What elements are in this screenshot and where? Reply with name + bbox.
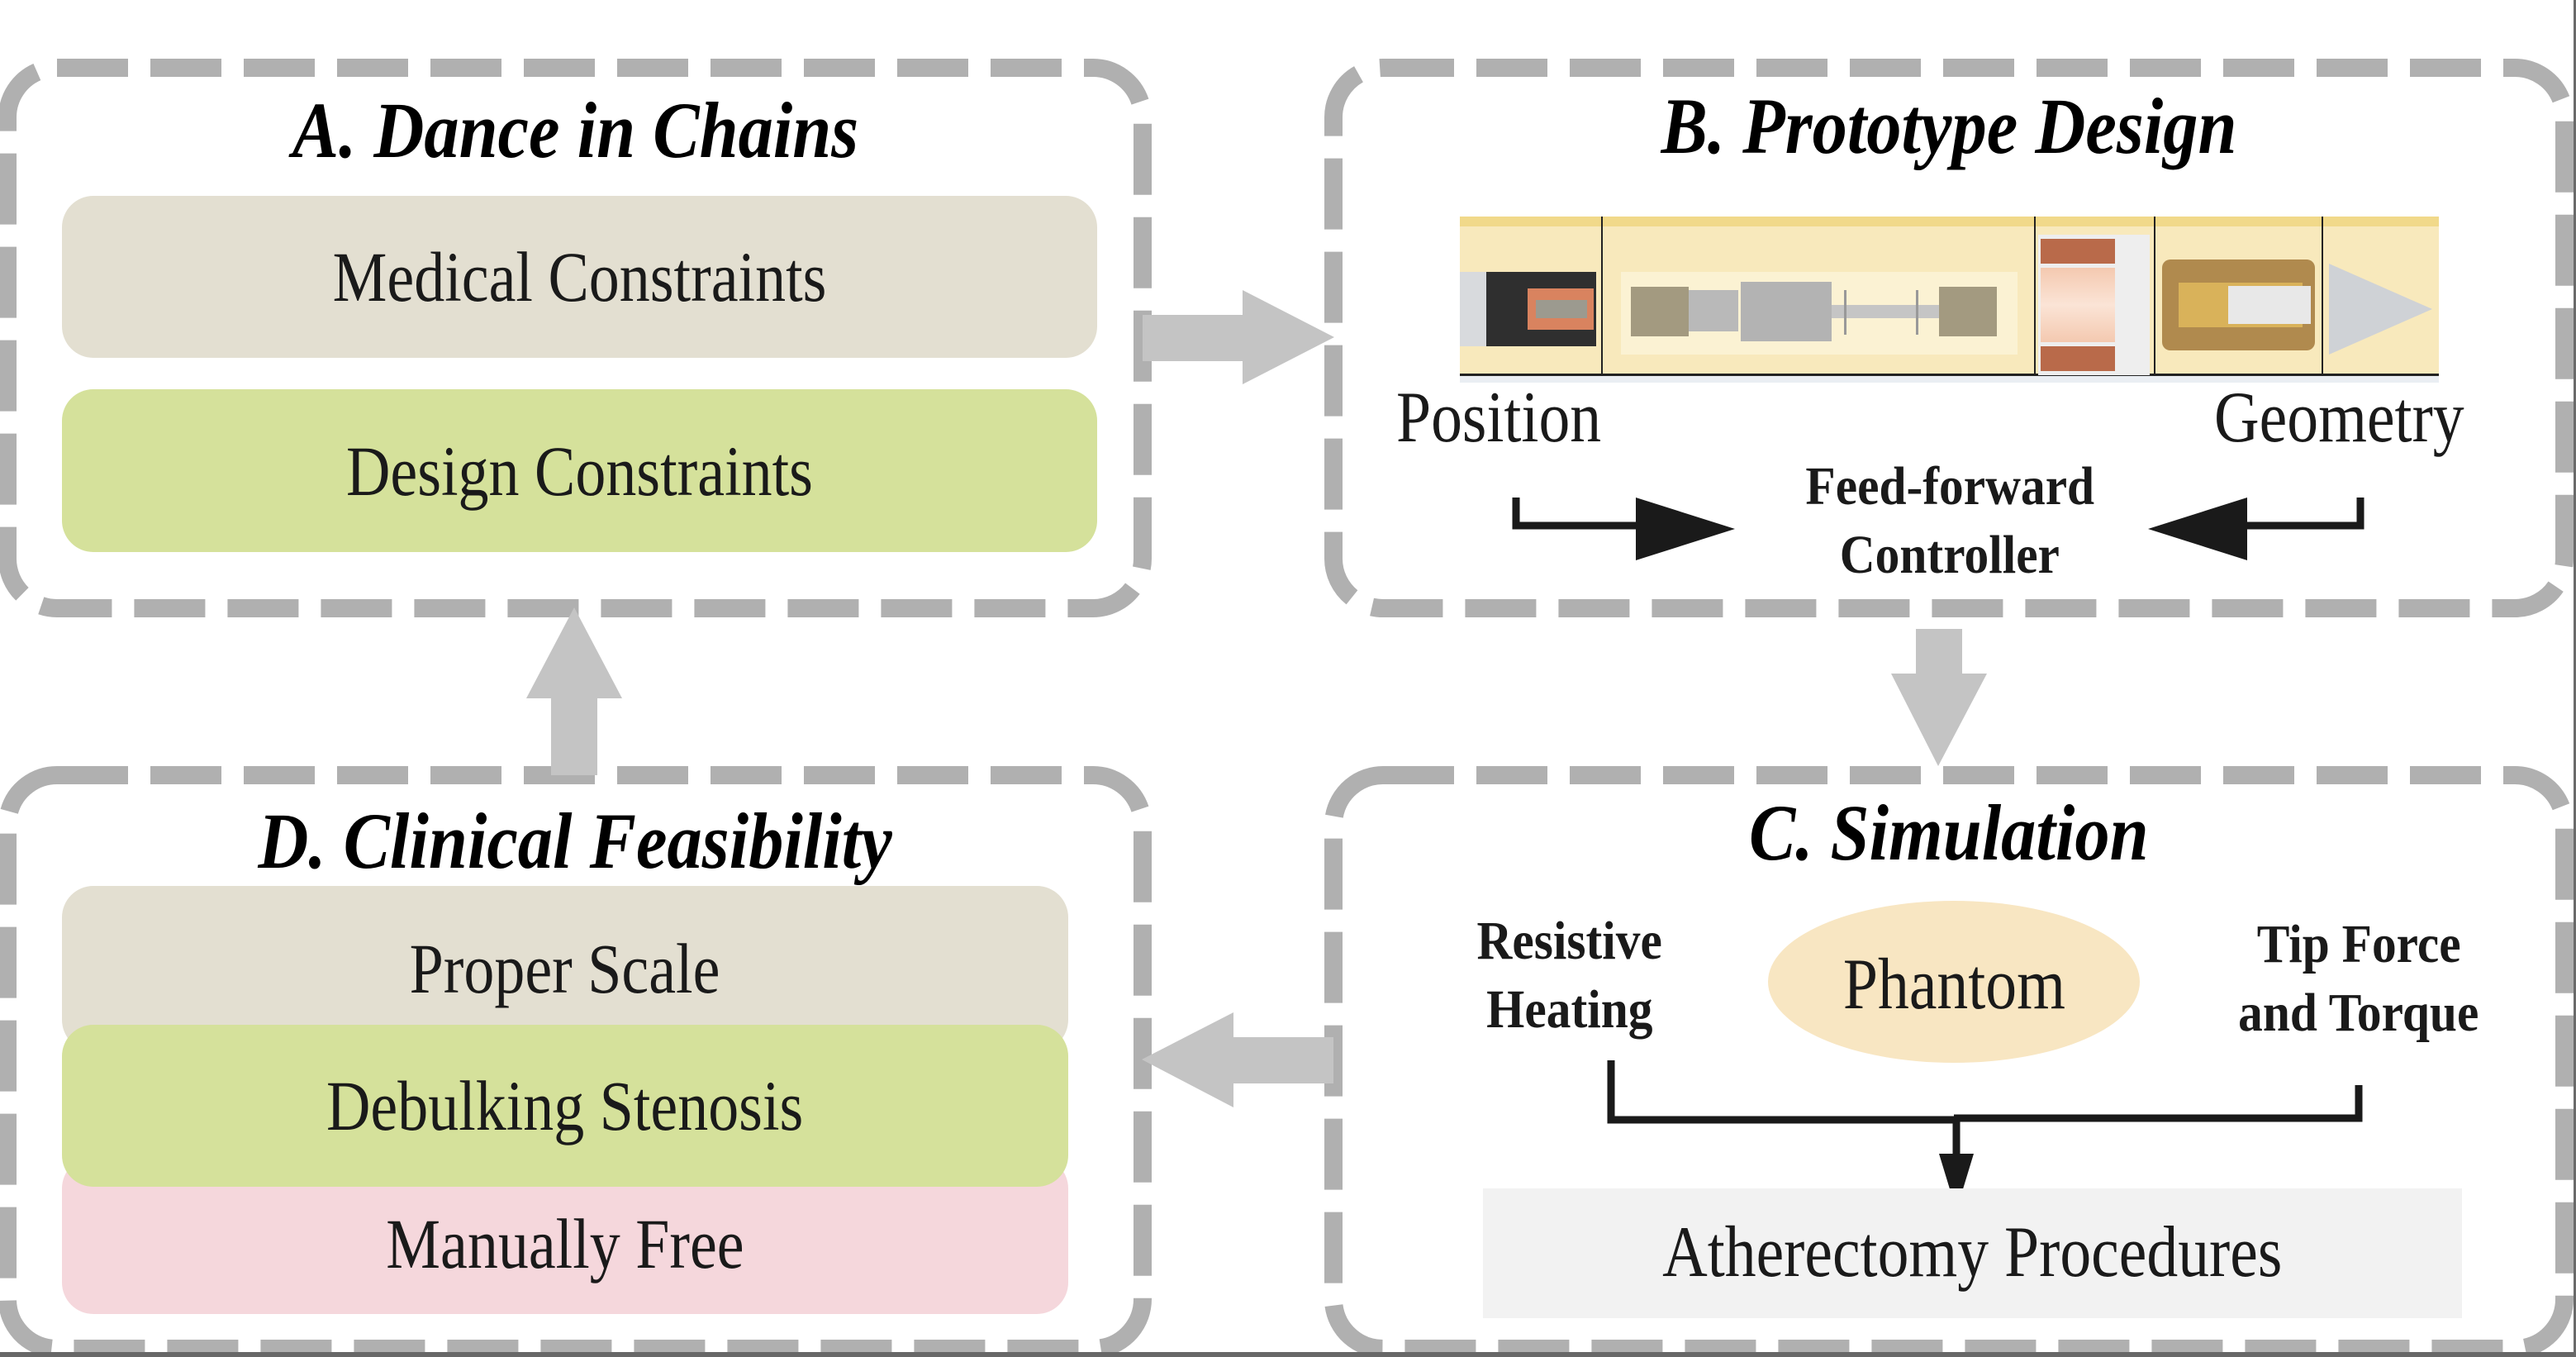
torque-merge-line [1954,1085,2363,1122]
debulking-stenosis-pill: Debulking Stenosis [62,1025,1068,1187]
image-bottom-edge [0,1352,2576,1357]
position-elbow-line [1512,498,1640,530]
position-label: Position [1396,378,1602,458]
threaded-coupler-component [2162,259,2315,350]
image-right-edge [2574,0,2576,1357]
proper-scale-pill: Proper Scale [62,886,1068,1051]
panel-c-title: C. Simulation [1749,788,2149,877]
panel-b-title: B. Prototype Design [1661,82,2237,170]
panel-b-frame [1324,59,2574,617]
panel-a-title: A. Dance in Chains [292,86,858,174]
arrow-to-atherectomy [1939,1154,1974,1211]
medical-constraints-pill: Medical Constraints [62,196,1097,358]
atherectomy-box [1483,1188,2462,1318]
arrow-d-to-a [526,607,622,775]
arrow-a-to-b [1143,290,1334,384]
panel-d-title: D. Clinical Feasibility [258,797,892,885]
controller-line-1: Feed-forward [1805,456,2094,517]
phantom-label: Phantom [1842,945,2065,1025]
prototype-image [1460,217,2439,376]
heater-component [2038,235,2150,375]
geometry-label: Geometry [2214,378,2464,458]
design-constraints-pill: Design Constraints [62,389,1097,552]
prototype-image-shadow [1460,376,2439,383]
arrow-to-controller-left [2148,498,2247,560]
heating-merge-line [1607,1060,1958,1124]
atherectomy-procedures-label: Atherectomy Procedures [1662,1212,2283,1293]
geometry-elbow-line [2231,498,2365,530]
arrow-c-to-d [1142,1012,1333,1107]
cutting-tip-component [2329,264,2432,355]
motor-coil-component [1460,272,1596,346]
feed-forward-controller-label: Feed-forward Controller [1694,453,2206,589]
arrow-b-to-c [1891,629,1987,766]
controller-line-2: Controller [1839,524,2060,585]
arrow-to-controller-right [1636,498,1735,560]
phantom-ellipse [1768,901,2140,1063]
shaft-spring-component [1621,272,2018,355]
